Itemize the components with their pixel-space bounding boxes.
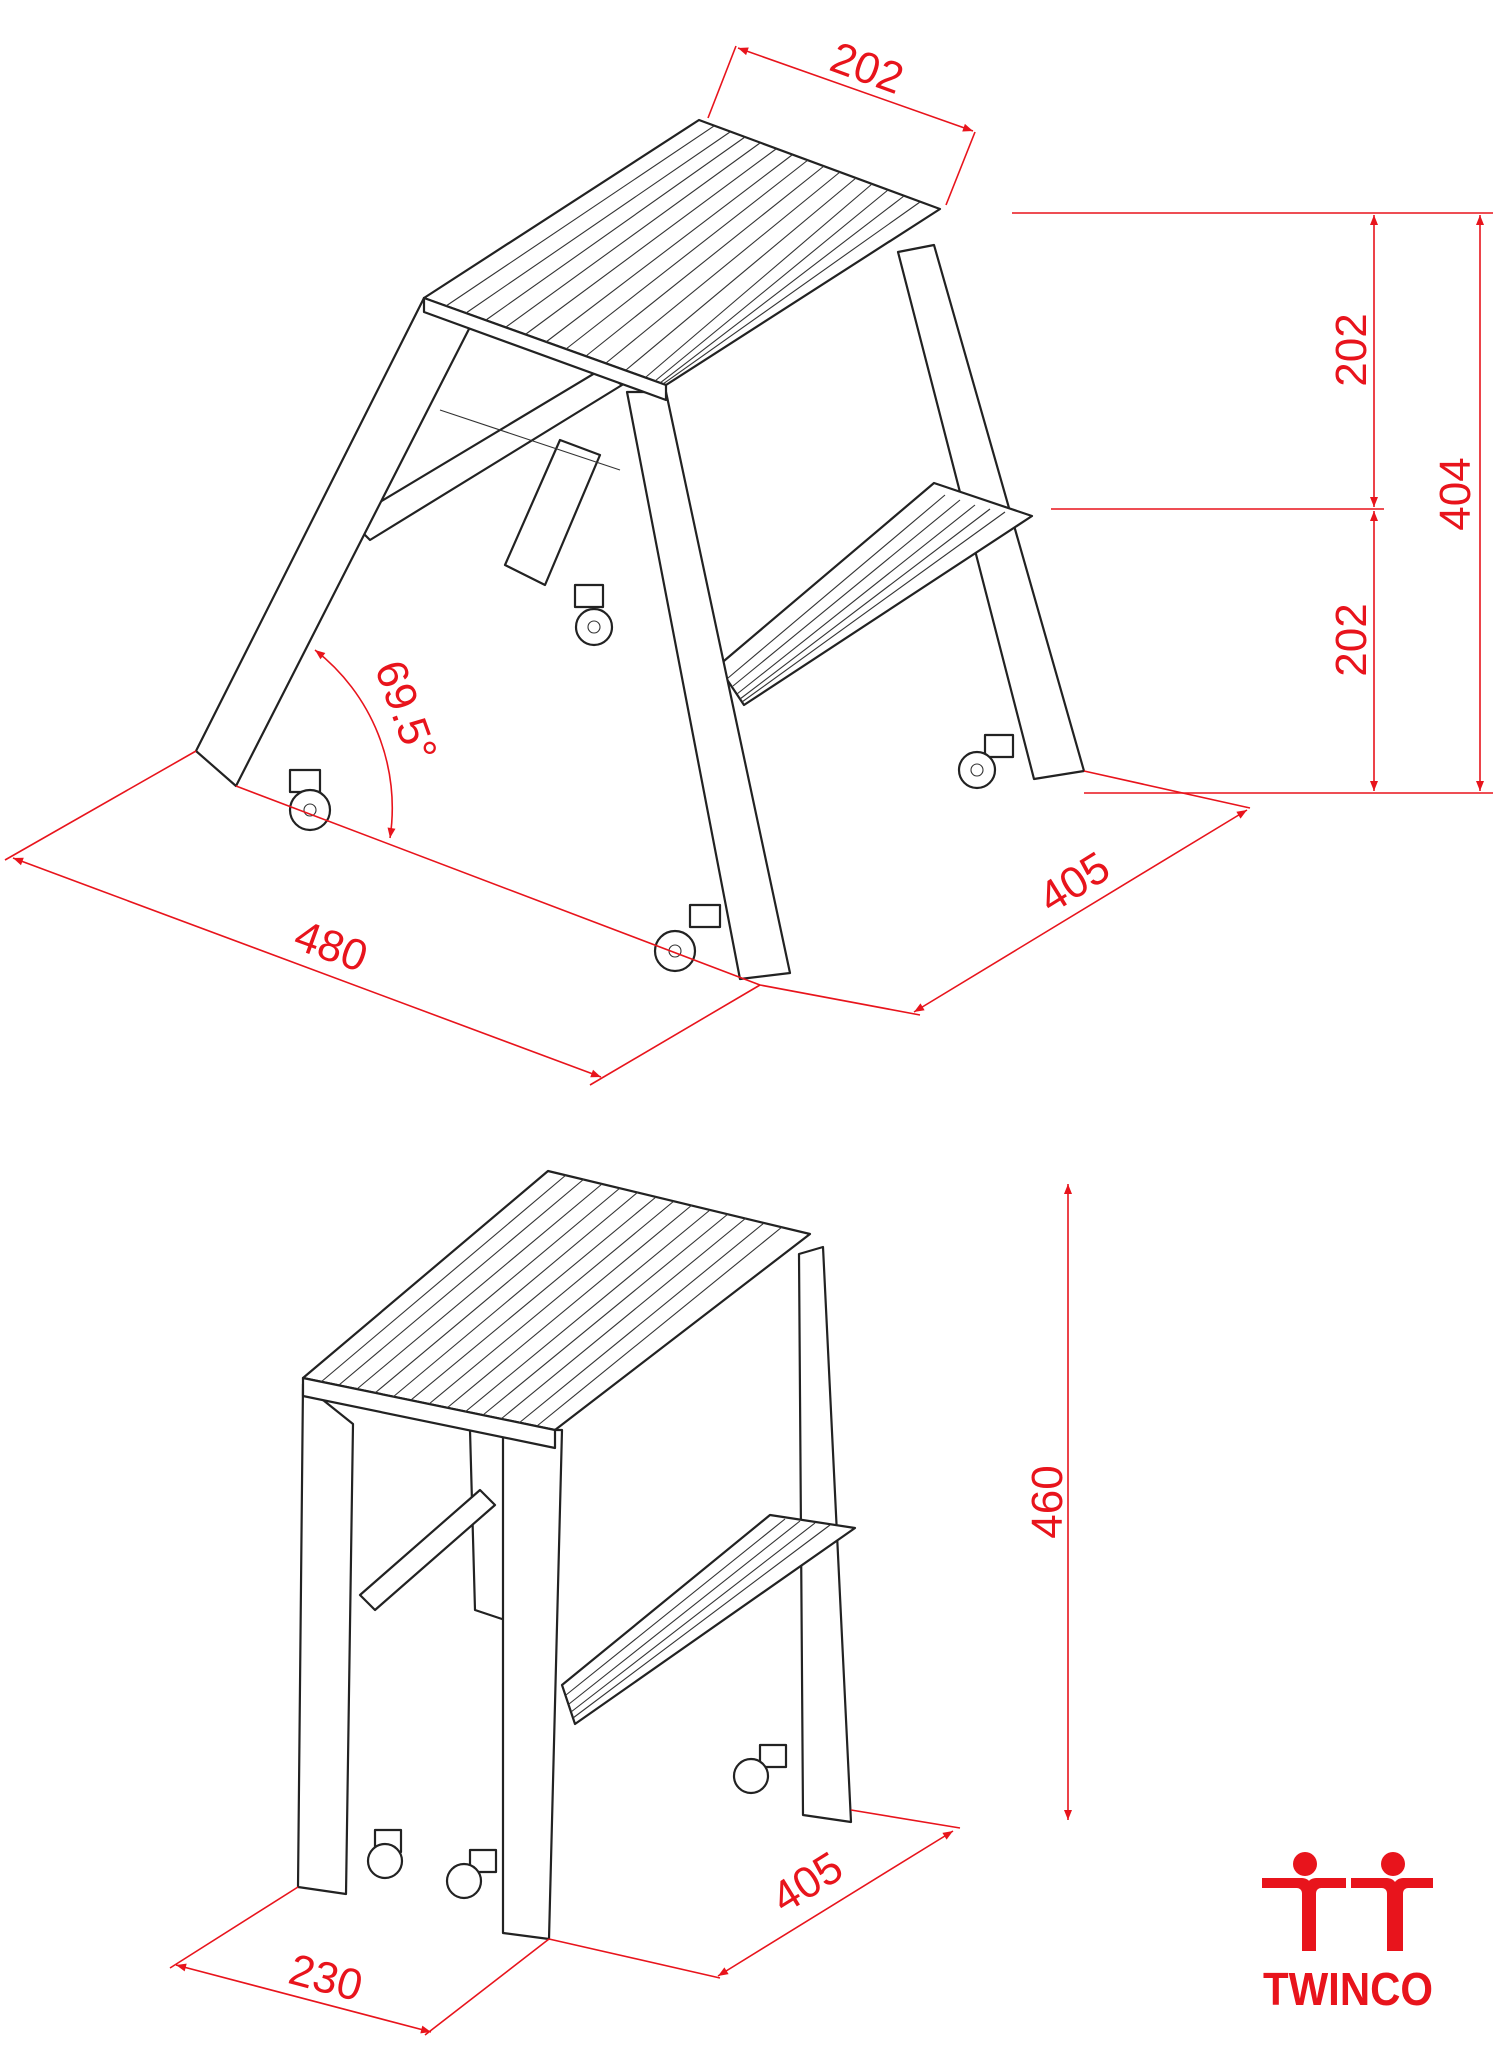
- logo-text: TWINCO: [1263, 1963, 1433, 2015]
- back-left-leg: [503, 438, 602, 587]
- upper-step-height-label: 202: [1327, 313, 1376, 386]
- top-platform: [301, 1169, 812, 1432]
- leg-angle-label: 69.5°: [365, 654, 446, 768]
- back-lower-step: [358, 1488, 497, 1612]
- caster: [957, 733, 1015, 790]
- lower-step-height-label: 202: [1327, 603, 1376, 676]
- base-length-label: 480: [288, 911, 374, 982]
- caster: [288, 768, 332, 832]
- twinco-logo: TWINCO: [1262, 1852, 1433, 2015]
- caster: [445, 1848, 498, 1900]
- top-platform: [422, 118, 942, 387]
- platform-width-label: 202: [824, 33, 910, 104]
- spreader-bar: [439, 409, 621, 471]
- base-width-label: 405: [1030, 842, 1118, 922]
- caster: [573, 583, 614, 647]
- folded-width-label: 405: [763, 1842, 851, 1922]
- folded-ladder-illustration: [296, 1169, 857, 1941]
- total-height-label: 404: [1431, 457, 1480, 530]
- caster: [732, 1743, 788, 1795]
- caster: [366, 1828, 404, 1880]
- folded-depth-label: 230: [284, 1945, 368, 2011]
- top-platform-edge: [422, 296, 668, 402]
- caster: [653, 903, 722, 973]
- open-ladder-illustration: [194, 118, 1086, 981]
- lower-step: [716, 481, 1034, 707]
- left-leg: [296, 1382, 355, 1896]
- top-platform-edge: [301, 1376, 557, 1450]
- folded-height-label: 460: [1023, 1465, 1072, 1538]
- front-leg: [501, 1428, 564, 1941]
